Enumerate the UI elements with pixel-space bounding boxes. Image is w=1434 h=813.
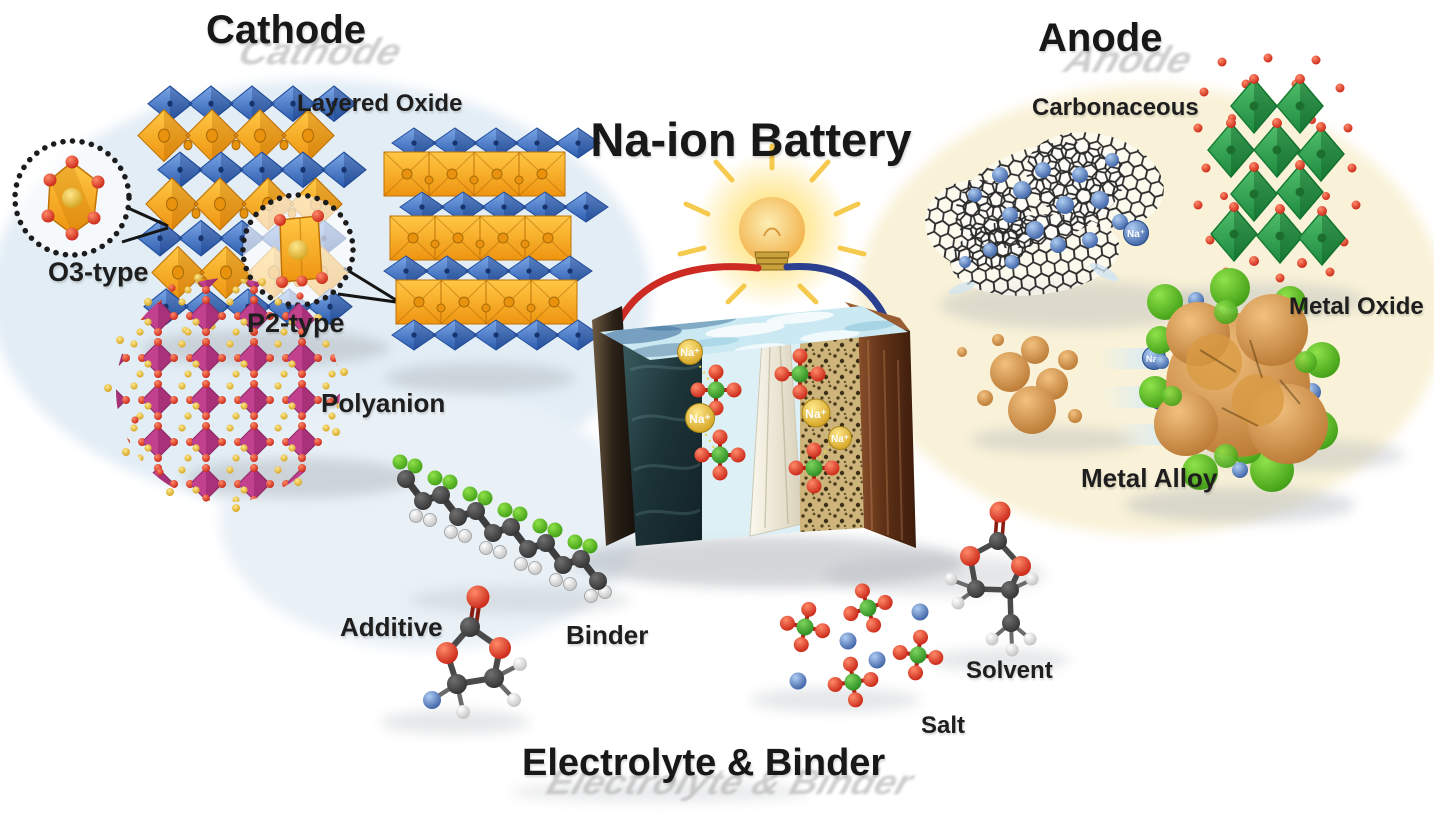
p2-inset (240, 192, 397, 308)
cathode-title: Cathode (206, 8, 366, 52)
alloy-composite-particle (1139, 268, 1340, 492)
layered-oxide-label: Layered Oxide (297, 90, 463, 117)
salt-cluster (772, 573, 949, 713)
polyanion-structure (104, 274, 348, 512)
anode-title: Anode (1038, 16, 1163, 60)
o3-inset (12, 138, 169, 258)
polyanion-label: Polyanion (321, 388, 446, 418)
cell-ion-paths (695, 359, 835, 463)
wire-red (610, 263, 762, 336)
svg-text:Na⁺: Na⁺ (1146, 354, 1163, 364)
na-badge-group: Na⁺ Na⁺ Na⁺ Na⁺ (677, 339, 852, 450)
svg-text:Na⁺: Na⁺ (689, 412, 711, 426)
carbonaceous-label: Carbonaceous (1032, 94, 1199, 121)
svg-text:Na⁺: Na⁺ (680, 347, 700, 359)
additive-molecule (423, 585, 527, 719)
electrolyte-title: Electrolyte & Binder (522, 742, 886, 784)
battery-cell: Na⁺ Na⁺ Na⁺ Na⁺ (592, 143, 916, 548)
light-bulb (677, 143, 867, 308)
additive-label: Additive (340, 612, 443, 642)
main-title: Na-ion Battery (590, 113, 912, 166)
o3-type-label: O3-type (48, 257, 149, 287)
left-electrode (622, 322, 702, 546)
p2-type-label: P2-type (247, 308, 345, 338)
metal-oxide-label: Metal Oxide (1289, 293, 1424, 320)
solvent-molecule (944, 501, 1039, 657)
right-current-collector (858, 315, 916, 548)
solvent-label: Solvent (966, 657, 1053, 684)
metal-alloy-particles (957, 334, 1082, 434)
salt-label: Salt (921, 712, 966, 739)
svg-text:Na⁺: Na⁺ (831, 434, 849, 445)
metal-alloy-label: Metal Alloy (1081, 463, 1218, 493)
binder-label: Binder (566, 620, 649, 650)
sodium-spheres: Na⁺ (948, 153, 1149, 295)
graphene-sheets: Na⁺ (925, 132, 1164, 296)
binder-chain (392, 454, 612, 603)
vertex-oxygens (1226, 74, 1327, 268)
svg-text:Na⁺: Na⁺ (805, 407, 827, 421)
svg-text:Na⁺: Na⁺ (1127, 229, 1145, 240)
